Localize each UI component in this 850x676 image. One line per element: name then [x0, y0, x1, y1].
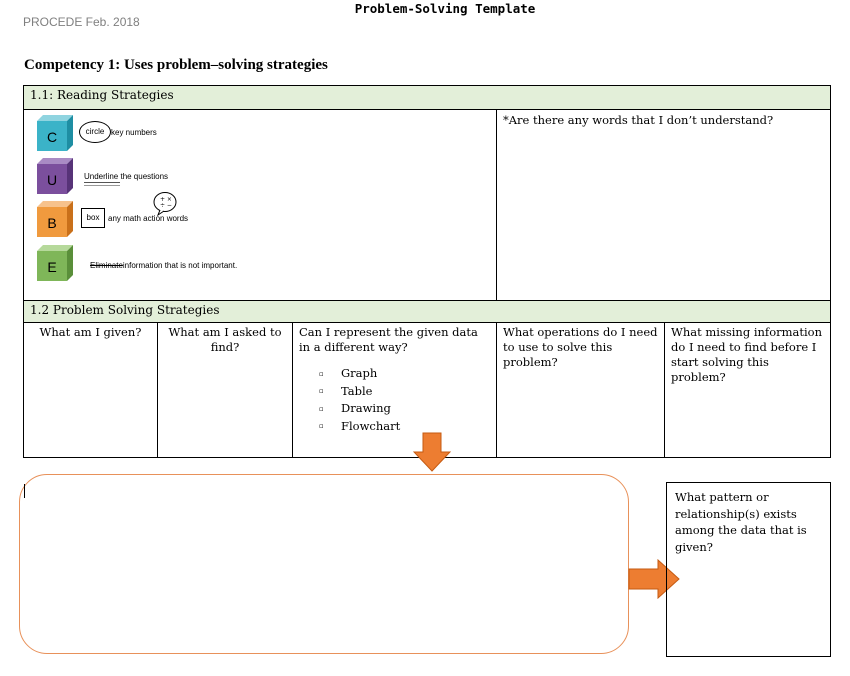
cube-b-icon: B — [37, 201, 73, 237]
list-item: ▫Flowchart — [319, 418, 490, 436]
cube-e-letter: E — [47, 259, 56, 275]
step-e-rest: information that is not important. — [122, 261, 238, 270]
cube-u-letter: U — [47, 172, 57, 188]
svg-text:+ ×: + × — [160, 196, 172, 203]
competency-heading: Competency 1: Uses problem–solving strat… — [24, 57, 328, 73]
step-c-text: key numbers — [111, 128, 157, 137]
cube-b-letter: B — [47, 215, 56, 231]
bullet-icon: ▫ — [319, 422, 324, 430]
cube-e-icon: E — [37, 245, 73, 281]
circle-shape: circle — [79, 121, 111, 143]
step-e-text: Eliminateinformation that is not importa… — [90, 261, 237, 270]
given-column[interactable]: What am I given? — [23, 322, 158, 458]
eliminate-struck-word: Eliminate — [90, 261, 123, 270]
given-question: What am I given? — [39, 325, 142, 339]
asked-question: What am I asked to find? — [168, 325, 282, 354]
represent-question: Can I represent the given data in a diff… — [299, 325, 478, 354]
missing-info-column[interactable]: What missing information do I need to fi… — [664, 322, 831, 458]
box-shape: box — [81, 208, 105, 228]
step-b-text: any math action words — [108, 214, 189, 223]
step-u-text: Underline the questions — [84, 172, 169, 181]
text-cursor — [24, 484, 25, 498]
list-item: ▫Drawing — [319, 400, 490, 418]
svg-text:÷ −: ÷ − — [160, 202, 172, 209]
list-item: ▫Graph — [319, 365, 490, 383]
bullet-icon: ▫ — [319, 369, 324, 378]
cube-c-letter: C — [47, 129, 57, 145]
underline-mark-2 — [84, 185, 120, 186]
math-symbols-bubble-icon: + × ÷ − — [153, 192, 177, 217]
operations-column[interactable]: What operations do I need to use to solv… — [496, 322, 665, 458]
header-org-date: PROCEDE Feb. 2018 — [23, 15, 140, 29]
cube-c-icon: C — [37, 115, 73, 151]
pattern-question-box[interactable]: What pattern or relationship(s) exists a… — [666, 482, 831, 657]
operations-question: What operations do I need to use to solv… — [503, 325, 658, 369]
problem-strategies-header: 1.2 Problem Solving Strategies — [23, 300, 831, 323]
representation-list: ▫Graph ▫Table ▫Drawing ▫Flowchart — [319, 365, 490, 435]
bullet-icon: ▫ — [319, 387, 324, 395]
asked-column[interactable]: What am I asked to find? — [157, 322, 293, 458]
represent-column[interactable]: Can I represent the given data in a diff… — [292, 322, 497, 458]
reading-strategies-header: 1.1: Reading Strategies — [23, 85, 831, 110]
down-arrow-icon — [413, 432, 451, 472]
list-item: ▫Table — [319, 383, 490, 401]
underline-mark — [84, 182, 120, 183]
pattern-question: What pattern or relationship(s) exists a… — [675, 490, 807, 554]
cube-u-icon: U — [37, 158, 73, 194]
bullet-icon: ▫ — [319, 404, 324, 413]
missing-info-question: What missing information do I need to fi… — [671, 325, 822, 384]
page-title: Problem-Solving Template — [354, 1, 536, 16]
words-question: *Are there any words that I don’t unders… — [503, 113, 774, 127]
work-area[interactable] — [19, 474, 629, 654]
reading-strategies-panel: C circle key numbers U Underline the que… — [23, 109, 497, 301]
words-question-panel: *Are there any words that I don’t unders… — [496, 109, 831, 301]
